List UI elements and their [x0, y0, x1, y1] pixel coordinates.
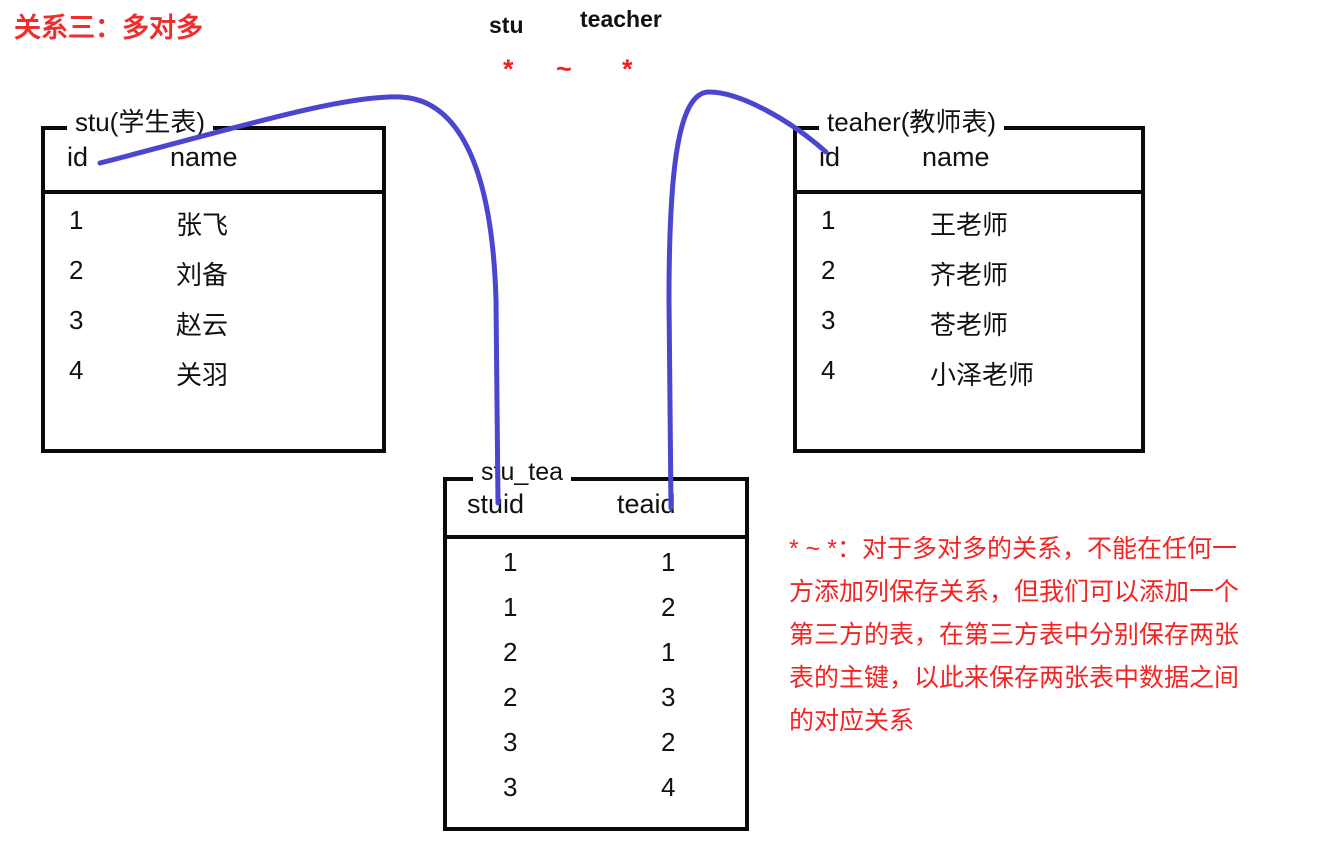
table-teacher-header-row: id name: [797, 130, 1141, 194]
cardinality-label-stu: stu: [489, 12, 524, 38]
table-row: 2 1: [447, 637, 745, 682]
table-stu-column-header-name: name: [170, 142, 238, 172]
cell-stuid: 2: [503, 682, 518, 712]
table-row: 3 苍老师: [797, 305, 1141, 355]
cell-name: 关羽: [176, 360, 229, 390]
table-row: 1 1: [447, 547, 745, 592]
cell-id: 2: [69, 255, 84, 285]
table-stu-tea-column-header-teaid: teaid: [617, 489, 676, 519]
table-row: 2 齐老师: [797, 255, 1141, 305]
table-stu-header-row: id name: [45, 130, 382, 194]
table-row: 2 刘备: [45, 255, 382, 305]
cardinality-label-teacher: teacher: [580, 6, 662, 32]
cardinality-mark-left: *: [503, 54, 514, 84]
table-stu: stu(学生表) id name 1 张飞 2 刘备 3 赵云 4 关羽: [41, 109, 386, 453]
table-teacher: teaher(教师表) id name 1 王老师 2 齐老师 3 苍老师 4 …: [793, 109, 1145, 453]
table-teacher-column-header-name: name: [922, 142, 990, 172]
table-row: 3 4: [447, 772, 745, 817]
table-row: 3 赵云: [45, 305, 382, 355]
table-row: 2 3: [447, 682, 745, 727]
table-row: 4 关羽: [45, 355, 382, 405]
cell-id: 1: [69, 205, 84, 235]
table-row: 4 小泽老师: [797, 355, 1141, 405]
cell-name: 苍老师: [930, 310, 1009, 340]
cell-name: 王老师: [930, 210, 1009, 240]
cell-stuid: 3: [503, 727, 518, 757]
cell-name: 刘备: [176, 260, 229, 290]
cell-teaid: 1: [661, 637, 676, 667]
table-teacher-column-header-id: id: [819, 142, 841, 172]
cardinality-mark-right: *: [622, 54, 633, 84]
cell-stuid: 1: [503, 547, 518, 577]
page-title: 关系三：多对多: [14, 13, 203, 43]
table-stu-tea-header-row: stuid teaid: [447, 481, 745, 539]
cell-id: 1: [821, 205, 836, 235]
cell-teaid: 3: [661, 682, 676, 712]
table-row: 1 张飞: [45, 205, 382, 255]
table-row: 1 王老师: [797, 205, 1141, 255]
table-stu-tea: stu_tea stuid teaid 1 1 1 2 2 1 2 3 3: [443, 460, 749, 831]
cell-id: 4: [821, 355, 836, 385]
table-stu-tea-body: 1 1 1 2 2 1 2 3 3 2 3 4: [447, 539, 745, 817]
table-stu-column-header-id: id: [67, 142, 89, 172]
cell-name: 张飞: [176, 210, 229, 240]
cell-teaid: 2: [661, 727, 676, 757]
cell-stuid: 3: [503, 772, 518, 802]
cell-stuid: 2: [503, 637, 518, 667]
cell-id: 3: [821, 305, 836, 335]
cell-name: 赵云: [176, 310, 229, 340]
table-row: 1 2: [447, 592, 745, 637]
cell-id: 4: [69, 355, 84, 385]
table-teacher-legend: teaher(教师表): [819, 109, 1005, 135]
annotation-note: * ~ *：对于多对多的关系，不能在任何一方添加列保存关系，但我们可以添加一个第…: [789, 535, 1240, 735]
cell-name: 齐老师: [930, 260, 1009, 290]
cell-id: 3: [69, 305, 84, 335]
cardinality-mark-relation: ~: [556, 54, 572, 84]
cell-name: 小泽老师: [930, 360, 1035, 390]
cell-teaid: 4: [661, 772, 676, 802]
table-stu-tea-column-header-stuid: stuid: [467, 489, 525, 519]
cell-stuid: 1: [503, 592, 518, 622]
cell-teaid: 2: [661, 592, 676, 622]
cell-teaid: 1: [661, 547, 676, 577]
table-teacher-body: 1 王老师 2 齐老师 3 苍老师 4 小泽老师: [797, 194, 1141, 405]
cell-id: 2: [821, 255, 836, 285]
table-stu-body: 1 张飞 2 刘备 3 赵云 4 关羽: [45, 194, 382, 405]
table-row: 3 2: [447, 727, 745, 772]
